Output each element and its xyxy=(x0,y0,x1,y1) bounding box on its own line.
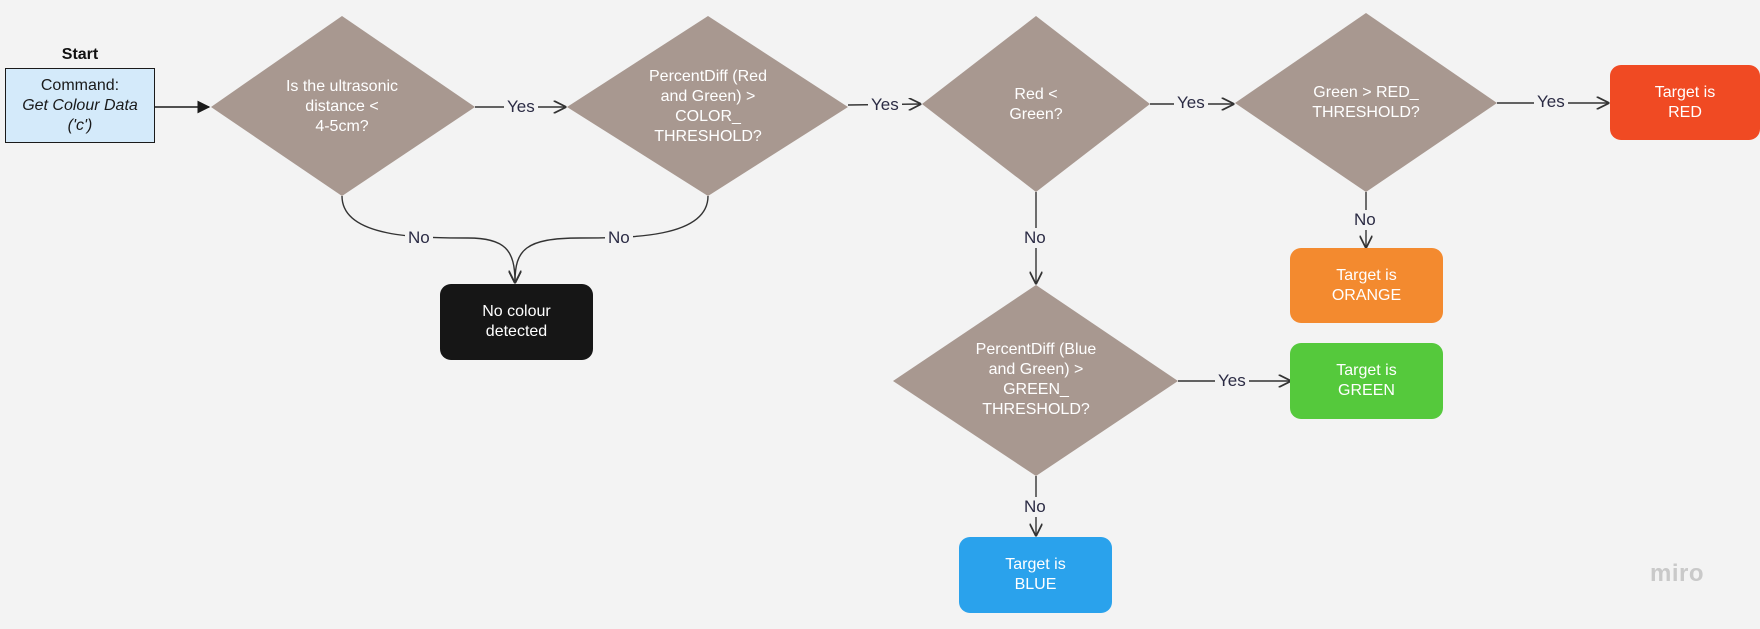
connector-percent-red-green-no xyxy=(515,195,709,282)
decision-green-gt-red-threshold-text: Green > RED_ THRESHOLD? xyxy=(1312,84,1420,121)
decision-red-lt-green-shape xyxy=(922,16,1150,192)
connector-ultrasonic-no xyxy=(341,195,515,282)
command-detail: Get Colour Data ('c') xyxy=(22,96,138,134)
edge-label-percent-red-green-no: No xyxy=(605,228,633,248)
outcome-target-blue: Target is BLUE xyxy=(959,537,1112,613)
edge-label-ultrasonic-no: No xyxy=(405,228,433,248)
decision-green-gt-red-threshold-shape xyxy=(1235,13,1497,192)
edge-label-percent-blue-green-yes: Yes xyxy=(1215,371,1249,391)
decision-percent-blue-green-text: PercentDiff (Blue and Green) > GREEN_ TH… xyxy=(975,341,1097,418)
decision-percent-red-green-text: PercentDiff (Red and Green) > COLOR_ THR… xyxy=(649,68,767,145)
edge-label-percent-red-green-yes: Yes xyxy=(868,95,902,115)
edge-label-percent-blue-green-no: No xyxy=(1021,497,1049,517)
edge-label-ultrasonic-yes: Yes xyxy=(504,97,538,117)
edge-label-green-gt-red-threshold-yes: Yes xyxy=(1534,92,1568,112)
edge-label-red-lt-green-yes: Yes xyxy=(1174,93,1208,113)
decision-ultrasonic-shape xyxy=(211,16,475,196)
outcome-no-colour: No colour detected xyxy=(440,284,593,360)
decision-percent-blue-green-shape xyxy=(893,285,1178,476)
outcome-target-red: Target is RED xyxy=(1610,65,1760,140)
outcome-target-orange: Target is ORANGE xyxy=(1290,248,1443,323)
command-title: Command: xyxy=(40,76,120,94)
edge-label-red-lt-green-no: No xyxy=(1021,228,1049,248)
decision-ultrasonic-text: Is the ultrasonic distance < 4-5cm? xyxy=(285,78,399,135)
start-label: Start xyxy=(61,46,99,63)
outcome-target-green: Target is GREEN xyxy=(1290,343,1443,419)
miro-watermark: miro xyxy=(1650,560,1705,587)
edge-label-green-gt-red-threshold-no: No xyxy=(1351,210,1379,230)
command-box: Command: Get Colour Data ('c') xyxy=(5,68,155,143)
decision-red-lt-green-text: Red < Green? xyxy=(1009,86,1063,123)
decision-percent-red-green-shape xyxy=(567,16,848,196)
